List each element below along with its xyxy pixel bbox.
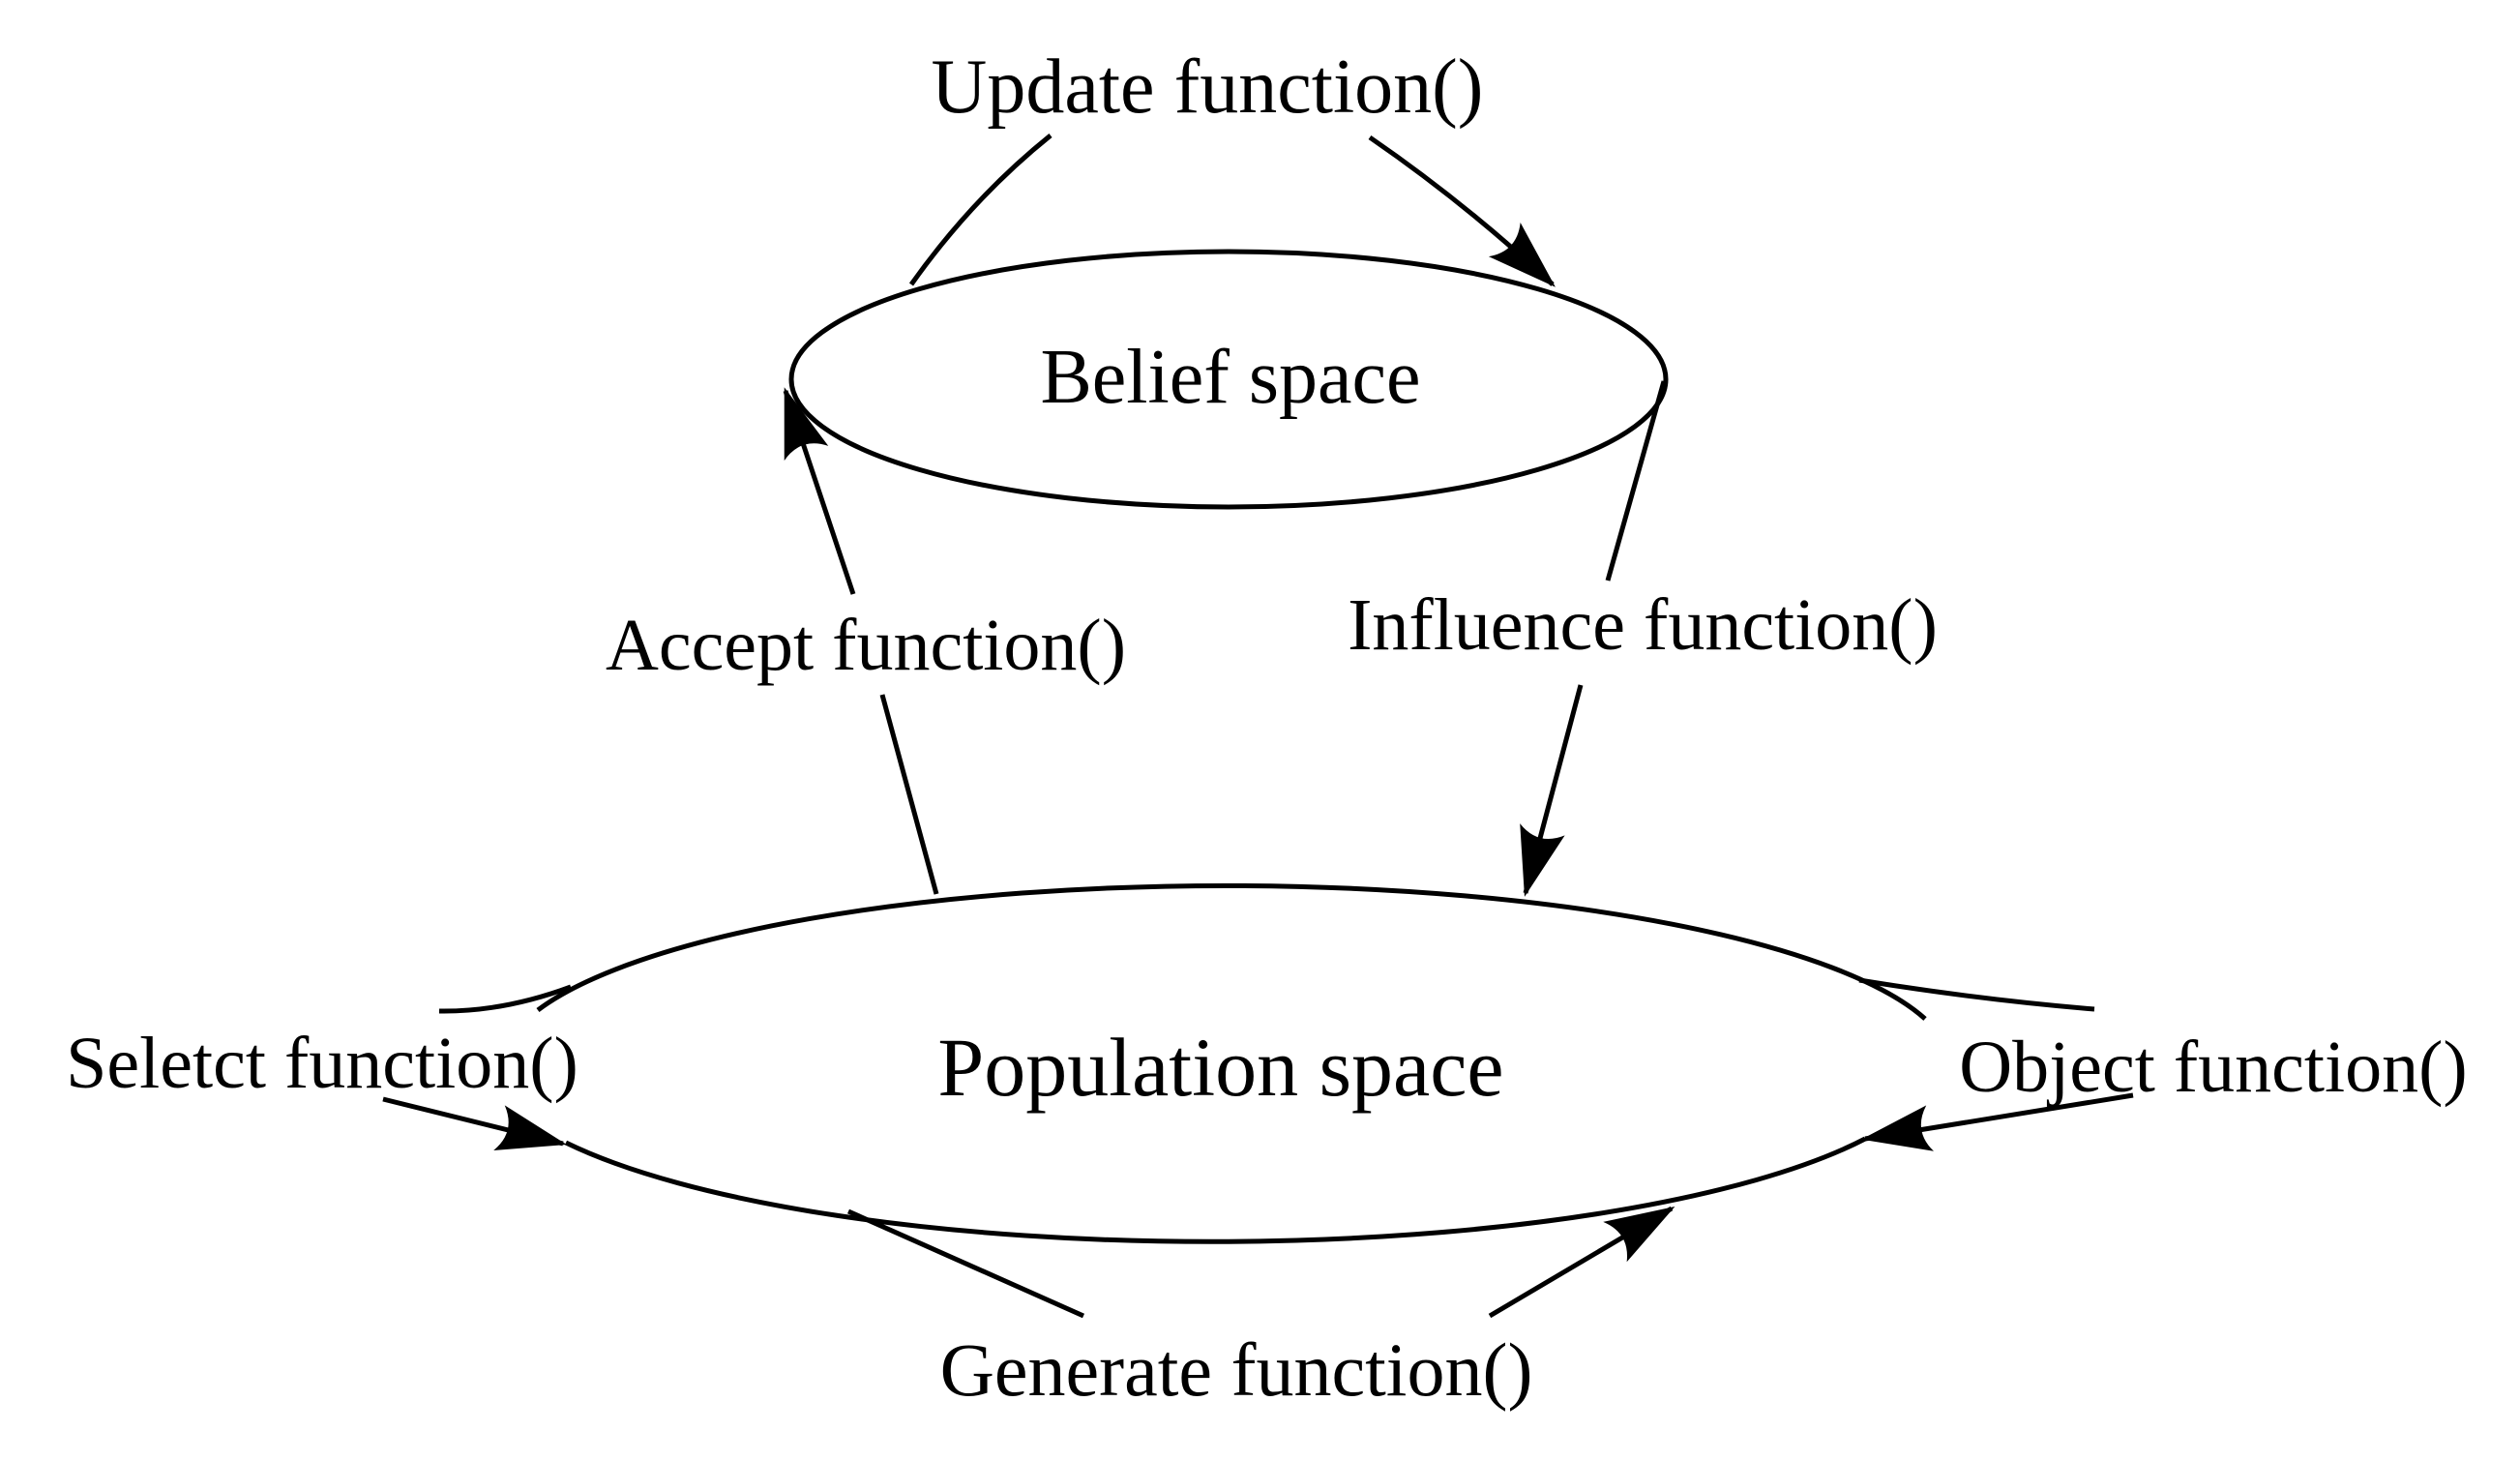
belief-space-ellipse — [788, 249, 1669, 510]
population-space-label: Population space — [937, 1021, 1503, 1114]
influence-function-label: Influence function() — [1348, 584, 1938, 666]
generate-function-label: Generate function() — [940, 1327, 1533, 1412]
object-function-label: Object function() — [1959, 1027, 2467, 1108]
influence-arrow-shaft-upper — [1605, 380, 1667, 581]
belief-space-label: Belief space — [1040, 335, 1420, 420]
population-space-bottom-arc — [564, 1136, 1867, 1244]
select-arrow-in-line — [382, 1096, 567, 1150]
population-space-top-arc — [536, 882, 1927, 1021]
update-arrow-out-line — [908, 134, 1052, 286]
generate-arrow-out-line — [846, 1208, 1085, 1319]
update-arrow-in-line — [1368, 134, 1556, 287]
accept-arrow-shaft-lower — [879, 694, 939, 895]
object-arrow-out-line — [1858, 977, 2095, 1012]
accept-arrow-shaft-upper — [783, 387, 856, 595]
update-function-label: Update function() — [932, 45, 1484, 130]
accept-function-label: Accept function() — [606, 605, 1126, 686]
influence-arrow-shaft-lower — [1520, 684, 1584, 897]
object-arrow-in-line — [1861, 1092, 2134, 1151]
generate-arrow-in-line — [1488, 1206, 1675, 1319]
select-function-label: Seletct function() — [66, 1023, 578, 1104]
select-arrow-out-line — [438, 984, 572, 1014]
